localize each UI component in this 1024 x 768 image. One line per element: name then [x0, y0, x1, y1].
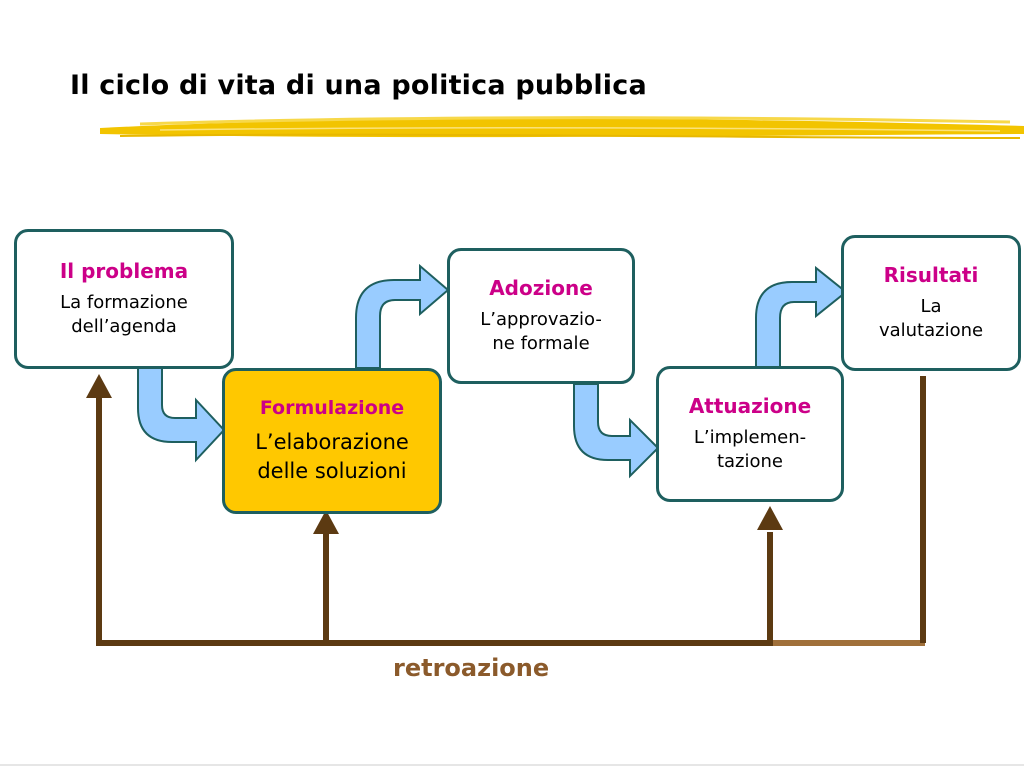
- feedback-loop: [96, 376, 926, 646]
- box-adozione-line1: L’approvazio-: [480, 309, 602, 330]
- box-adozione-title: Adozione: [489, 276, 593, 300]
- box-risultati-line2: valutazione: [878, 320, 984, 341]
- box-attuazione: Attuazione L’implemen- tazione: [656, 366, 844, 502]
- footer-divider: [0, 764, 1024, 766]
- feedback-arrowhead-formulazione: [313, 510, 339, 534]
- slide-title: Il ciclo di vita di una politica pubblic…: [70, 70, 647, 101]
- box-risultati-title: Risultati: [883, 263, 979, 287]
- flow-arrow-problema-formulazione: [137, 367, 226, 463]
- box-problema-title: Il problema: [59, 259, 189, 283]
- box-risultati: Risultati La valutazione: [841, 235, 1021, 371]
- box-problema-line2: dell’agenda: [71, 316, 177, 337]
- box-formulazione-title: Formulazione: [259, 397, 405, 419]
- box-formulazione-line1: L’elaborazione: [255, 430, 409, 454]
- box-formulazione-line2: delle soluzioni: [257, 459, 407, 483]
- flow-arrow-attuazione-risultati: [755, 265, 848, 369]
- feedback-arrowhead-problema: [86, 374, 112, 398]
- box-adozione-line2: ne formale: [492, 333, 590, 354]
- flow-arrow-adozione-attuazione: [573, 383, 660, 479]
- box-attuazione-line1: L’implemen-: [693, 427, 807, 448]
- box-problema-line1: La formazione: [60, 292, 188, 313]
- box-problema: Il problema La formazione dell’agenda: [14, 229, 234, 369]
- title-underline: [100, 116, 1024, 139]
- box-attuazione-title: Attuazione: [688, 394, 812, 418]
- box-attuazione-line2: tazione: [716, 451, 784, 472]
- feedback-arrowhead-attuazione: [757, 506, 783, 530]
- flow-arrow-formulazione-adozione: [355, 263, 450, 369]
- box-formulazione: Formulazione L’elaborazione delle soluzi…: [222, 368, 442, 514]
- box-risultati-line1: La: [920, 296, 942, 317]
- feedback-label: retroazione: [393, 654, 550, 682]
- box-adozione: Adozione L’approvazio- ne formale: [447, 248, 635, 384]
